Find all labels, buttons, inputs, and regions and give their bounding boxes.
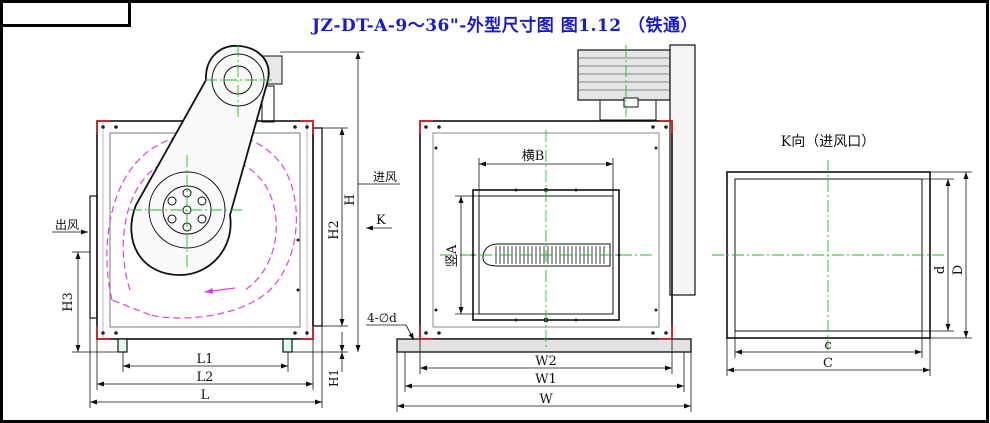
side-inlet-flange bbox=[312, 127, 323, 327]
flow-arrow bbox=[204, 287, 236, 294]
drawing-title: JZ-DT-A-9～36"-外型尺寸图 图1.12 （铁通） bbox=[311, 16, 699, 36]
label-h3: H3 bbox=[61, 292, 76, 312]
label-h: H bbox=[343, 194, 358, 205]
scroll-housing bbox=[106, 131, 297, 319]
label-inlet: 进风 bbox=[373, 170, 397, 184]
belt-guard-front bbox=[669, 44, 696, 296]
label-d-small: d bbox=[933, 266, 948, 274]
label-arrow-k: K bbox=[376, 213, 386, 228]
label-w: W bbox=[539, 392, 553, 407]
label-l2: L2 bbox=[197, 370, 214, 385]
label-vertical-a: 竖A bbox=[445, 244, 460, 267]
k-view-title: K向（进风口） bbox=[781, 134, 875, 150]
label-l1: L1 bbox=[197, 352, 214, 367]
label-hole: 4-∅d bbox=[367, 311, 397, 325]
k-view: K向（进风口） c C d D bbox=[712, 134, 972, 376]
label-c-small: c bbox=[824, 338, 831, 353]
label-outlet: 出风 bbox=[55, 218, 79, 232]
label-d-large: D bbox=[951, 265, 966, 275]
label-h2: H2 bbox=[327, 220, 342, 240]
corner-mark bbox=[419, 120, 433, 134]
corner-mark bbox=[659, 120, 673, 134]
motor-terminal-box bbox=[623, 97, 639, 108]
front-view: 横B 竖A 4-∅d W2 W1 W bbox=[366, 44, 696, 412]
side-view: L1 L2 L H H2 H1 H3 出风 进风 K bbox=[52, 45, 400, 408]
side-outlet-flange bbox=[89, 195, 98, 319]
corner-mark bbox=[96, 120, 110, 134]
side-foot-right bbox=[282, 338, 293, 353]
label-h1: H1 bbox=[327, 369, 341, 387]
side-foot-left bbox=[117, 338, 128, 353]
corner-mark bbox=[300, 120, 314, 134]
label-horizontal-b: 横B bbox=[522, 149, 545, 164]
label-l: L bbox=[201, 388, 210, 403]
belt-guard bbox=[130, 45, 270, 276]
title-block-corner bbox=[0, 0, 131, 27]
label-w2: W2 bbox=[535, 354, 557, 369]
label-w1: W1 bbox=[535, 372, 557, 387]
motor-body bbox=[577, 49, 671, 101]
scroll-inner bbox=[122, 154, 277, 291]
front-base-plate bbox=[396, 338, 692, 353]
label-c-large: C bbox=[823, 356, 833, 371]
